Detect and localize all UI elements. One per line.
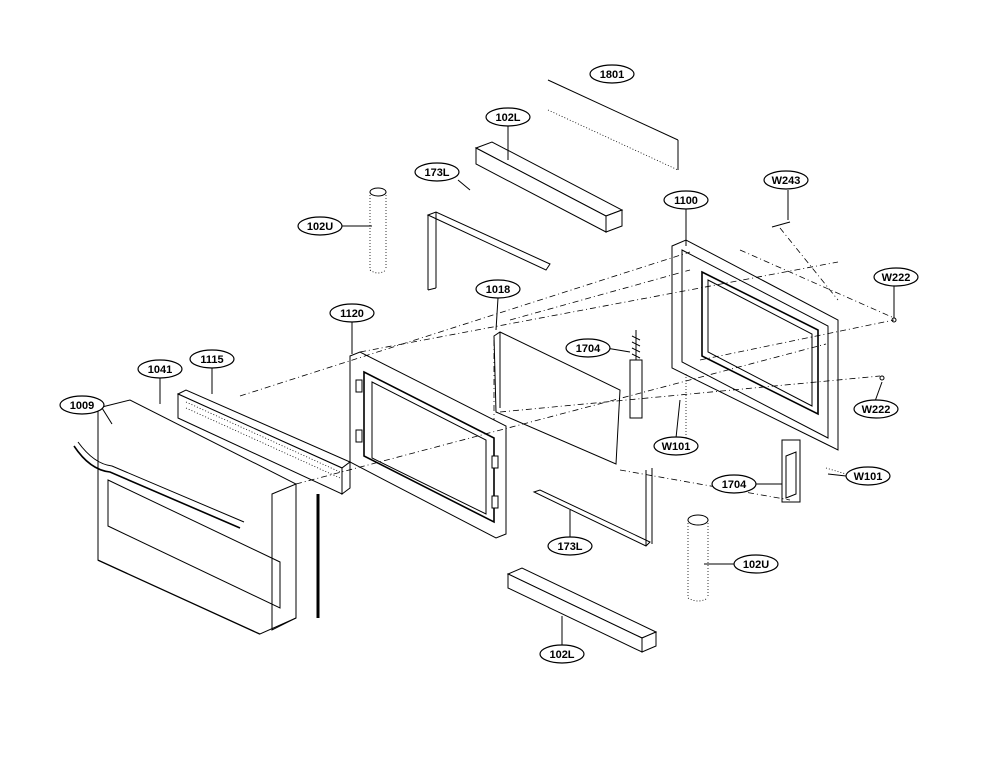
part-102L-bottom bbox=[506, 567, 658, 653]
svg-text:173L: 173L bbox=[557, 541, 582, 553]
svg-text:1115: 1115 bbox=[200, 354, 223, 366]
callout-1041: 1041 bbox=[137, 359, 183, 379]
callout-W101-right: W101 bbox=[845, 466, 891, 486]
part-173L-bottom bbox=[532, 468, 653, 547]
part-1018 bbox=[493, 331, 621, 465]
callout-W222-bottom: W222 bbox=[853, 399, 899, 419]
svg-text:1704: 1704 bbox=[576, 343, 601, 355]
callout-102L-top: 102L bbox=[485, 107, 531, 127]
part-102U-left bbox=[369, 187, 387, 274]
callout-173L-bottom: 173L bbox=[547, 536, 593, 556]
callout-1115: 1115 bbox=[189, 349, 235, 369]
part-1100 bbox=[671, 239, 839, 451]
callout-1018: 1018 bbox=[475, 279, 521, 299]
part-1801 bbox=[547, 79, 679, 171]
callout-1704-left: 1704 bbox=[565, 338, 611, 358]
svg-text:1018: 1018 bbox=[486, 284, 510, 296]
part-W222-bottom bbox=[879, 375, 885, 381]
svg-text:102U: 102U bbox=[307, 221, 333, 233]
svg-text:W101: W101 bbox=[662, 441, 691, 453]
svg-text:W243: W243 bbox=[772, 175, 801, 187]
svg-text:102L: 102L bbox=[495, 112, 520, 124]
svg-text:173L: 173L bbox=[424, 167, 449, 179]
callout-1100: 1100 bbox=[663, 190, 709, 210]
part-1704-left bbox=[629, 330, 643, 419]
svg-text:1801: 1801 bbox=[600, 69, 624, 81]
svg-text:1041: 1041 bbox=[148, 364, 172, 376]
part-102U-right bbox=[687, 514, 709, 602]
callout-W101-left: W101 bbox=[653, 436, 699, 456]
svg-text:1009: 1009 bbox=[70, 400, 94, 412]
callout-173L-top: 173L bbox=[414, 162, 460, 182]
callout-1704-right: 1704 bbox=[711, 474, 757, 494]
part-173L-top bbox=[426, 211, 551, 291]
callout-102U-left: 102U bbox=[297, 216, 343, 236]
svg-text:1100: 1100 bbox=[674, 195, 698, 207]
part-W243 bbox=[771, 190, 791, 228]
callout-102L-bottom: 102L bbox=[539, 644, 585, 664]
part-1120 bbox=[349, 351, 507, 539]
part-1115 bbox=[176, 389, 351, 495]
part-1704-right bbox=[781, 439, 801, 503]
callout-102U-right: 102U bbox=[733, 554, 779, 574]
part-102L-top bbox=[474, 141, 624, 233]
svg-text:102U: 102U bbox=[743, 559, 769, 571]
callout-1801: 1801 bbox=[589, 64, 635, 84]
svg-text:W101: W101 bbox=[854, 471, 883, 483]
callout-1009: 1009 bbox=[59, 395, 105, 415]
svg-text:1120: 1120 bbox=[340, 308, 364, 320]
svg-text:W222: W222 bbox=[862, 404, 891, 416]
svg-text:1704: 1704 bbox=[722, 479, 747, 491]
part-1009 bbox=[73, 399, 297, 635]
svg-text:102L: 102L bbox=[549, 649, 574, 661]
svg-text:W222: W222 bbox=[882, 272, 911, 284]
callout-1120: 1120 bbox=[329, 303, 375, 323]
alignment-lines bbox=[239, 227, 895, 501]
callout-W243: W243 bbox=[763, 170, 809, 190]
callout-W222-top: W222 bbox=[873, 267, 919, 287]
